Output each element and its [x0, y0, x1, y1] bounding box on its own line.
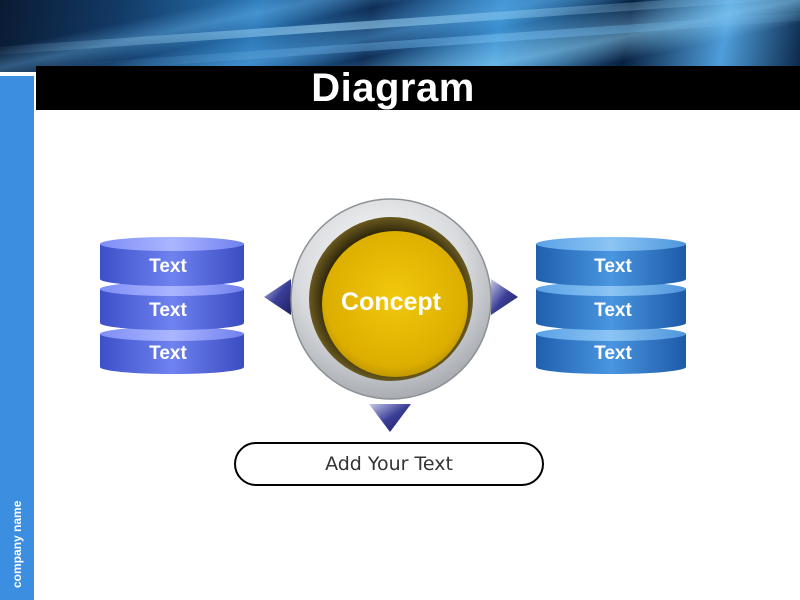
right-stack-label-1: Text — [594, 256, 632, 277]
title-bar — [36, 66, 800, 110]
right-arrow-icon — [491, 279, 518, 315]
sidebar-strip — [0, 76, 34, 600]
header-banner-image — [0, 0, 800, 80]
right-stack: Text Text Text — [536, 237, 686, 374]
left-cylinder-2 — [100, 282, 244, 330]
concept-label: Concept — [341, 288, 442, 316]
right-stack-label-2: Text — [594, 300, 632, 321]
slide-title: Diagram — [311, 66, 475, 110]
right-cylinder-3 — [536, 327, 686, 374]
left-stack-label-1: Text — [149, 256, 187, 277]
right-cylinder-1 — [536, 237, 686, 286]
left-cylinder-3 — [100, 327, 244, 374]
concept-circle: Concept — [290, 198, 492, 400]
left-stack: Text Text Text — [100, 237, 244, 374]
left-stack-label-3: Text — [149, 343, 187, 364]
add-text-box[interactable]: Add Your Text — [234, 442, 544, 486]
right-stack-label-3: Text — [594, 343, 632, 364]
right-cylinder-2 — [536, 282, 686, 330]
down-arrow-icon — [369, 404, 411, 432]
left-arrow-icon — [264, 279, 291, 315]
left-cylinder-1 — [100, 237, 244, 286]
left-stack-label-2: Text — [149, 300, 187, 321]
